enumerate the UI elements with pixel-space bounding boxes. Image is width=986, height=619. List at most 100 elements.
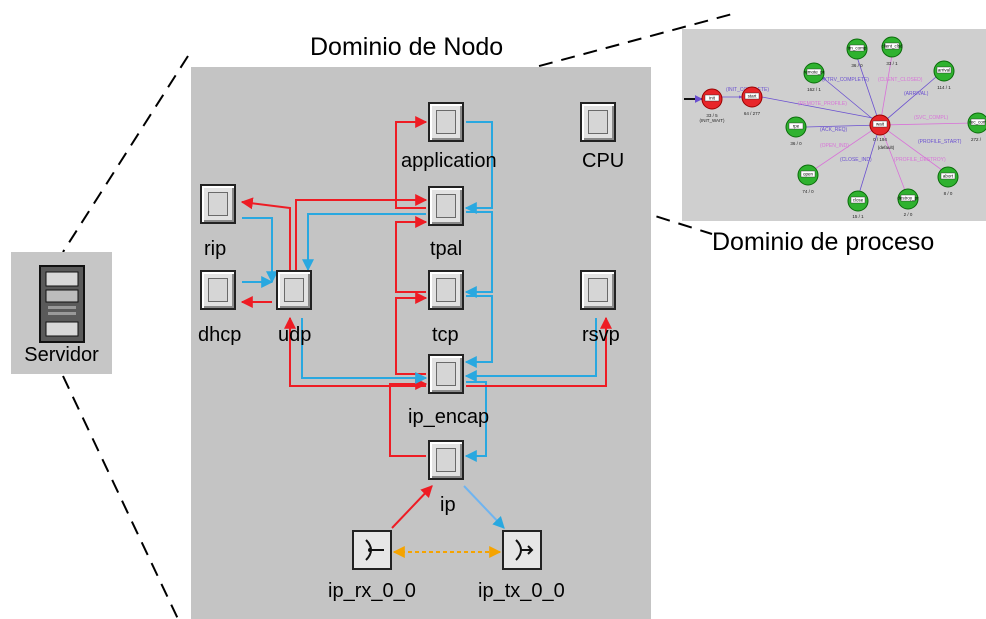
state-arrival[interactable]: arrival 114 / 1 (933, 60, 955, 90)
svg-text:33 / 5: 33 / 5 (706, 113, 718, 118)
transition-line (879, 124, 947, 174)
svg-text:272 /: 272 / (971, 137, 982, 142)
stream-rsvp-to-ipencap (464, 318, 597, 382)
module-tpal[interactable] (428, 186, 464, 226)
module-rip[interactable] (200, 184, 236, 224)
process-domain-title: Dominio de proceso (712, 228, 935, 256)
stream-udp-to-tpal (295, 194, 428, 270)
transition-line (856, 56, 881, 126)
svg-text:abort: abort (943, 174, 954, 179)
svg-text:close: close (853, 198, 864, 203)
transition-line (879, 124, 907, 194)
svg-text:2 / 0: 2 / 0 (904, 212, 913, 217)
state-client-close[interactable]: client_clsd 33 / 1 (881, 36, 903, 66)
transition-line (761, 96, 879, 121)
node-domain-panel (191, 67, 651, 619)
module-cpu[interactable] (580, 102, 616, 142)
receiver-ip-rx[interactable] (352, 530, 392, 570)
receiver-antenna-icon (365, 539, 384, 561)
svg-text:15 / 1: 15 / 1 (852, 214, 864, 219)
module-dhcp[interactable] (200, 270, 236, 310)
svg-text:rec_com: rec_com (969, 120, 986, 125)
svg-text:64 / 277: 64 / 277 (744, 111, 761, 116)
module-ip-label: ip (440, 494, 456, 516)
module-dhcp-label: dhcp (198, 324, 242, 346)
module-cpu-label: CPU (582, 150, 625, 172)
stream-tpal-to-tcp (464, 211, 493, 298)
module-tcp[interactable] (428, 270, 464, 310)
stream-tcp-to-ipencap (464, 295, 493, 368)
stream-ipencap-to-rsvp (466, 316, 612, 387)
state-trn-comp[interactable]: trn_comp 36 / 0 (846, 38, 868, 68)
module-udp-label: udp (278, 324, 312, 346)
server-tower-icon (38, 264, 86, 349)
transition-line (879, 76, 937, 126)
stream-udp-to-rip (240, 197, 291, 270)
stream-ipencap-to-tcp (395, 292, 428, 375)
svg-text:36 / 0: 36 / 0 (790, 141, 802, 146)
svg-text:33 / 1: 33 / 1 (886, 61, 898, 66)
state-abort[interactable]: abort 8 / 0 (937, 166, 959, 196)
process-state-diagram: (INIT_COMPLETE) (XTRV_COMPLETE) (CLIENT_… (684, 36, 986, 219)
transmitter-antenna-icon (515, 539, 534, 561)
module-application[interactable] (428, 102, 464, 142)
stream-tcp-to-tpal (395, 216, 428, 293)
svg-text:36 / 0: 36 / 0 (851, 63, 863, 68)
state-destroy[interactable]: destroy_pr 2 / 0 (897, 188, 919, 217)
transition-line (879, 54, 893, 126)
state-start[interactable]: start 64 / 277 (741, 86, 763, 116)
stream-ipencap-to-udp (284, 316, 426, 387)
transition-label: (SVC_COMPL) (914, 115, 949, 121)
svg-text:start: start (748, 94, 758, 99)
zoom-line-server-top (62, 55, 189, 253)
server-node[interactable]: Servidor (11, 252, 112, 374)
module-ip-encap[interactable] (428, 354, 464, 394)
transition-label: (PROFILE_START) (918, 139, 962, 145)
svg-text:init: init (709, 96, 716, 101)
transition-label: (OPEN_IND) (820, 143, 849, 149)
svg-text:114 / 1: 114 / 1 (937, 85, 951, 90)
state-rec-com[interactable]: rec_com 272 / (967, 112, 986, 142)
stream-udp-to-ipencap (301, 318, 428, 384)
svg-text:remote_pr: remote_pr (804, 70, 825, 75)
module-rsvp[interactable] (580, 270, 616, 310)
stream-tpal-to-application (395, 116, 428, 209)
svg-text:destroy_pr: destroy_pr (897, 196, 919, 201)
state-remote-pr[interactable]: remote_pr 162 / 1 (803, 62, 825, 92)
state-init[interactable]: init 33 / 5 (INIT_WAIT) (699, 88, 725, 123)
transmitter-ip-tx[interactable] (502, 530, 542, 570)
stream-ip-to-ipencap (389, 378, 428, 457)
state-open[interactable]: open 74 / 0 (797, 164, 819, 194)
svg-text:162 / 1: 162 / 1 (807, 87, 821, 92)
transmitter-ip-tx-label: ip_tx_0_0 (478, 580, 565, 602)
state-close[interactable]: close 15 / 1 (847, 190, 869, 219)
module-rsvp-label: rsvp (582, 324, 620, 346)
svg-text:client_clsd: client_clsd (881, 44, 903, 49)
svg-text:74 / 0: 74 / 0 (802, 189, 814, 194)
module-tpal-label: tpal (430, 238, 463, 260)
module-ip-encap-label: ip_encap (408, 406, 490, 428)
state-rpe[interactable]: rpe 36 / 0 (785, 116, 807, 146)
module-ip[interactable] (428, 440, 464, 480)
transition-line (879, 122, 975, 126)
module-application-label: application (401, 150, 497, 172)
svg-text:arrival: arrival (938, 68, 950, 73)
state-wait[interactable]: wait 0 / 194 (default) (869, 114, 895, 150)
module-udp[interactable] (276, 270, 312, 310)
transition-label: (XTRV_COMPLETE) (822, 77, 869, 83)
transition-label: (CLOSE_IND) (840, 157, 872, 163)
transition-line (811, 124, 881, 172)
svg-text:8 / 0: 8 / 0 (944, 191, 953, 196)
transition-label: (REMOTE_PROFILE) (798, 101, 847, 107)
svg-text:trn_comp: trn_comp (848, 46, 867, 51)
stream-iprx-to-ip (391, 485, 433, 529)
transition-label: (CLIENT_CLOSED) (878, 77, 923, 83)
transition-label: (PROFILE_DESTROY) (894, 157, 946, 163)
stream-rip-to-udp (242, 217, 278, 284)
server-label: Servidor (24, 344, 99, 366)
transition-line (805, 124, 881, 128)
stream-ipencap-to-ip (464, 381, 487, 462)
process-domain-panel: (INIT_COMPLETE) (XTRV_COMPLETE) (CLIENT_… (682, 29, 986, 221)
transition-line (857, 124, 881, 198)
